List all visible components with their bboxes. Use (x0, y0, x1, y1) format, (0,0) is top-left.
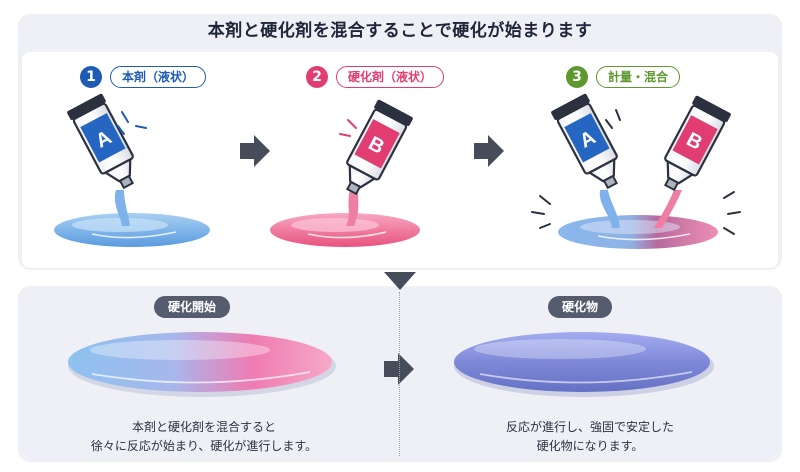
diagram-title: 本剤と硬化剤を混合することで硬化が始まります (207, 21, 593, 41)
curing-start-disc (68, 332, 336, 397)
caption-line: 硬化物になります。 (536, 439, 644, 453)
caption-line: 本剤と硬化剤を混合すると (131, 420, 276, 434)
step-1-motion-lines (117, 111, 147, 135)
step-3-tube-a: A (551, 93, 619, 190)
down-arrow-icon (384, 272, 416, 290)
step-1-tube: A (67, 93, 135, 190)
cured-product-caption: 反応が進行し、強固で安定した 硬化物になります。 (420, 418, 760, 456)
step-1-puddle (54, 213, 210, 247)
step-2-tube: B (345, 99, 413, 196)
step-1-number: 1 (80, 66, 102, 88)
step-2-header: 2 硬化剤（液状） (306, 66, 445, 88)
arrow-right-icon (240, 135, 270, 167)
step-2-motion-lines (339, 119, 357, 137)
cured-product-pill: 硬化物 (548, 296, 613, 318)
step-2-stream (346, 190, 359, 226)
step-1-stream (114, 190, 130, 226)
caption-line: 反応が進行し、強固で安定した (505, 420, 674, 434)
step-3-motion-lines (531, 109, 741, 235)
step-2-number: 2 (306, 66, 328, 88)
caption-line: 徐々に反応が始まり、硬化が進行します。 (90, 439, 318, 453)
step-3-stream-b (654, 190, 682, 228)
step-3-header: 3 計量・混合 (566, 66, 681, 88)
step-2-puddle (270, 213, 420, 247)
panel-divider (399, 292, 400, 456)
step-3-stream-a (599, 190, 620, 228)
step-3-number: 3 (566, 66, 588, 88)
step-1-label: 本剤（液状） (110, 66, 207, 88)
curing-start-caption: 本剤と硬化剤を混合すると 徐々に反応が始まり、硬化が進行します。 (34, 418, 374, 456)
arrow-right-icon (474, 135, 504, 167)
curing-start-pill: 硬化開始 (154, 296, 231, 318)
step-3-puddle (558, 215, 718, 249)
step-1-header: 1 本剤（液状） (80, 66, 207, 88)
step-2-label: 硬化剤（液状） (336, 66, 445, 88)
cured-product-disc (454, 332, 714, 397)
step-3-label: 計量・混合 (596, 66, 681, 88)
step-3-tube-b: B (663, 95, 731, 192)
